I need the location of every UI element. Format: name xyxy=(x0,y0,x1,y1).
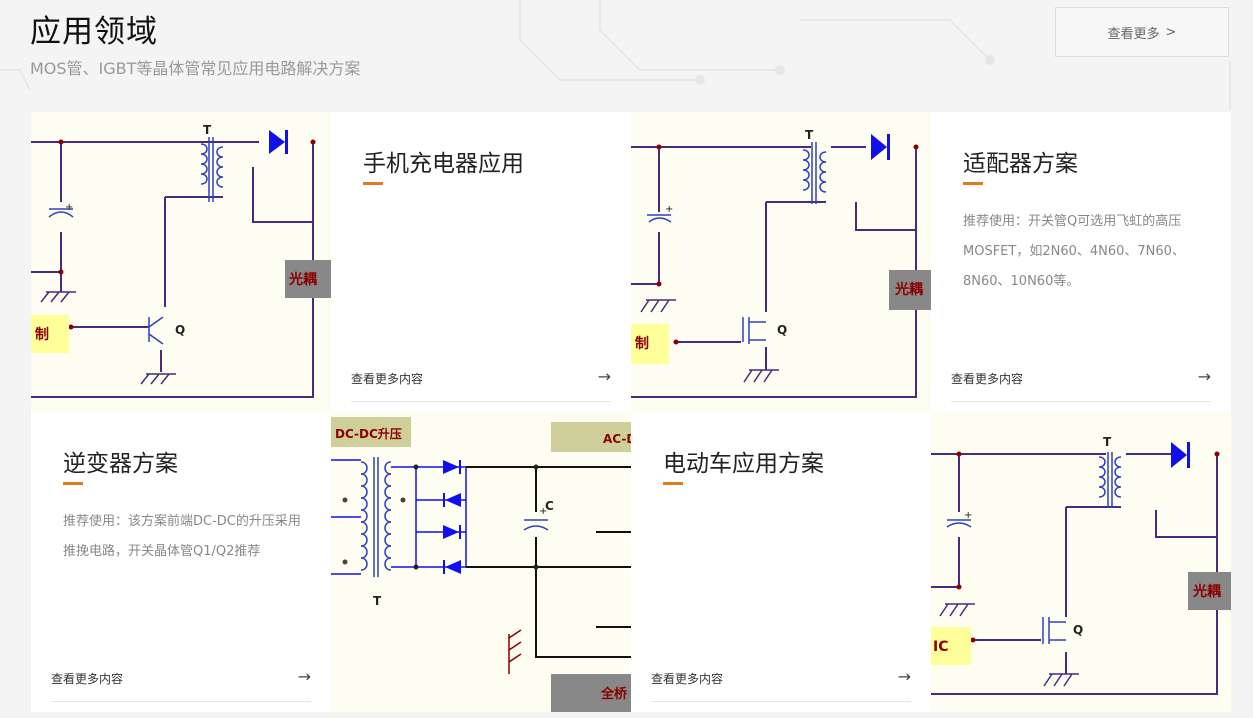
capacitor-plus-label: + xyxy=(539,506,547,517)
transistor-label: Q xyxy=(175,323,185,337)
section-title: 应用领域 xyxy=(30,14,158,50)
control-label: 制 xyxy=(635,335,649,352)
card-more-link[interactable]: 查看更多内容 → xyxy=(951,367,1211,402)
mosfet-label: Q xyxy=(1073,623,1083,637)
card-more-label: 查看更多内容 xyxy=(651,672,724,686)
card-title: 电动车应用方案 xyxy=(663,451,824,477)
card-description: 推荐使用：该方案前端DC-DC的升压采用推挽电路，开关晶体管Q1/Q2推荐 xyxy=(63,514,301,559)
accent-bar xyxy=(363,182,383,185)
card-inverter[interactable]: 逆变器方案 推荐使用：该方案前端DC-DC的升压采用推挽电路，开关晶体管Q1/Q… xyxy=(31,412,331,712)
transformer-label: T xyxy=(805,128,814,142)
diagram-inverter-circuit: DC-DC升压 AC-D xyxy=(331,412,631,712)
view-more-button[interactable]: 查看更多 > xyxy=(1055,7,1229,57)
card-title: 逆变器方案 xyxy=(63,451,178,477)
view-more-label: 查看更多 xyxy=(1107,26,1160,42)
chevron-right-icon: > xyxy=(1165,24,1177,40)
arrow-right-icon: → xyxy=(897,667,911,686)
arrow-right-icon: → xyxy=(1197,367,1211,386)
mosfet-label: Q xyxy=(777,323,787,337)
card-description: 推荐使用：开关管Q可选用飞虹的高压MOSFET，如2N60、4N60、7N60、… xyxy=(963,214,1185,289)
card-title: 适配器方案 xyxy=(963,151,1078,177)
accent-bar xyxy=(663,482,683,485)
transformer-label: T xyxy=(203,123,212,137)
optocoupler-label: 光耦 xyxy=(288,271,317,288)
dcdc-label: DC-DC升压 xyxy=(335,426,402,441)
card-adapter[interactable]: 适配器方案 推荐使用：开关管Q可选用飞虹的高压MOSFET，如2N60、4N60… xyxy=(931,112,1231,412)
optocoupler-label: 光耦 xyxy=(894,281,923,298)
accent-bar xyxy=(963,182,983,185)
card-ebike[interactable]: 电动车应用方案 查看更多内容 → xyxy=(631,412,931,712)
capacitor-plus-label: + xyxy=(665,204,673,215)
transformer-label: T xyxy=(1103,435,1112,449)
card-more-link[interactable]: 查看更多内容 → xyxy=(51,667,311,702)
bridge-label: 全桥 xyxy=(600,686,628,702)
transformer-label: T xyxy=(373,594,382,608)
accent-bar xyxy=(63,482,83,485)
card-charger[interactable]: 手机充电器应用 查看更多内容 → xyxy=(331,112,631,412)
card-more-link[interactable]: 查看更多内容 → xyxy=(651,667,911,702)
optocoupler-label: 光耦 xyxy=(1192,583,1221,600)
card-more-link[interactable]: 查看更多内容 → xyxy=(351,367,611,402)
ic-label: IC xyxy=(933,639,948,655)
diagram-charger-circuit: T Q + 制 光耦 xyxy=(31,112,331,412)
diagram-ebike-circuit: T Q + IC 光耦 xyxy=(931,412,1231,712)
card-title: 手机充电器应用 xyxy=(363,151,524,177)
card-more-label: 查看更多内容 xyxy=(951,372,1024,386)
section-header: 应用领域 MOS管、IGBT等晶体管常见应用电路解决方案 xyxy=(30,10,360,80)
control-label: 制 xyxy=(35,326,49,343)
diagram-adapter-circuit: T Q + 制 光耦 xyxy=(631,112,931,412)
arrow-right-icon: → xyxy=(297,667,311,686)
capacitor-plus-label: + xyxy=(964,510,972,521)
capacitor-plus-label: + xyxy=(65,202,73,213)
card-more-label: 查看更多内容 xyxy=(51,672,124,686)
capacitor-label: C xyxy=(545,499,554,513)
section-subtitle: MOS管、IGBT等晶体管常见应用电路解决方案 xyxy=(30,59,361,78)
arrow-right-icon: → xyxy=(597,367,611,386)
card-more-label: 查看更多内容 xyxy=(351,372,424,386)
acdc-label: AC-D xyxy=(603,432,631,446)
